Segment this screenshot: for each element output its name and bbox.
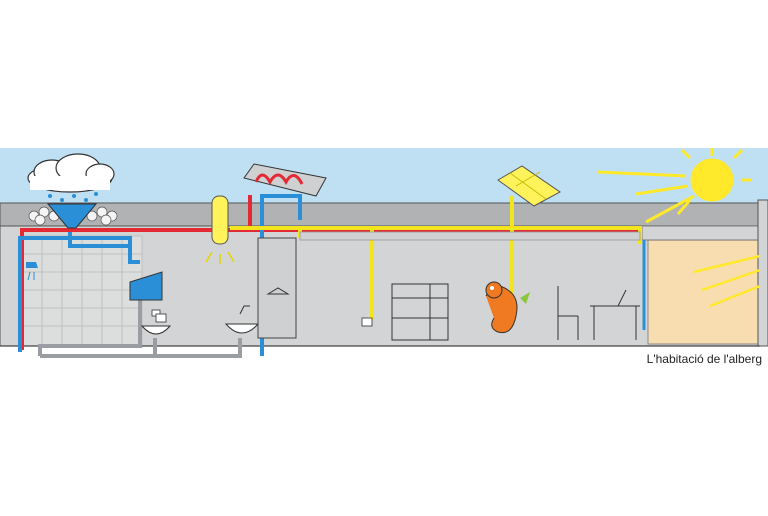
hanger-icon <box>266 287 290 295</box>
ceiling-tiles <box>299 231 641 241</box>
gravel-bed <box>28 206 118 226</box>
solar-thermal-collector-icon <box>243 163 327 197</box>
sky-band <box>0 148 768 204</box>
rain-cloud-icon <box>27 153 115 208</box>
diagram-caption: L'habitació de l'alberg <box>646 352 762 366</box>
sun-icon <box>597 148 752 224</box>
ceiling-panel <box>641 225 761 241</box>
dragon-icon <box>485 281 530 334</box>
cistern <box>129 271 163 301</box>
light-switch <box>361 317 373 327</box>
rain-funnel <box>46 203 98 229</box>
sunlit-room <box>647 239 759 345</box>
bathroom-tiles <box>21 235 143 347</box>
roof-slab <box>0 202 768 228</box>
bunk-beds <box>391 283 449 341</box>
wardrobe <box>257 237 297 339</box>
shower-head-icon <box>26 262 38 281</box>
desk-icon <box>590 289 640 340</box>
sun-rays <box>693 254 761 308</box>
solar-panel-icon <box>497 165 561 207</box>
chair-icon <box>557 286 579 340</box>
right-edge-column <box>757 199 768 347</box>
sun-tube-icon <box>205 195 235 264</box>
bathroom-switch <box>155 313 167 323</box>
